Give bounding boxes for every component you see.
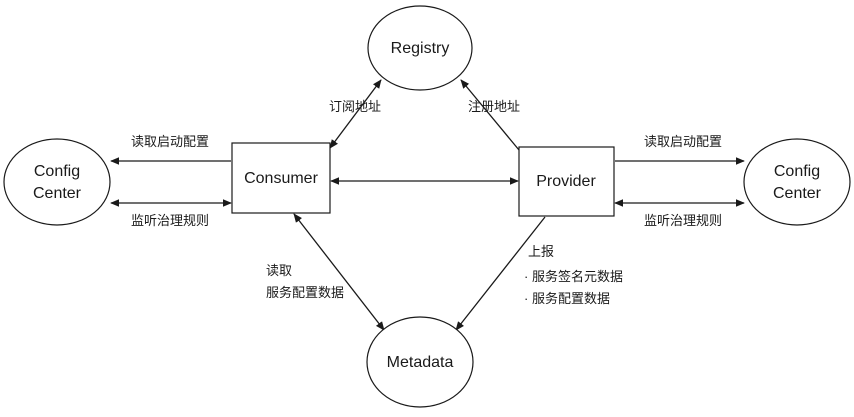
registry-label: Registry (391, 40, 450, 57)
config-center-left-label-line1: Config (34, 163, 80, 180)
node-registry[interactable]: Registry (367, 5, 473, 91)
node-config-center-right[interactable]: Config Center (743, 138, 851, 226)
node-config-center-left[interactable]: Config Center (3, 138, 111, 226)
edge-label-subscribe-address: 订阅地址 (329, 99, 381, 114)
node-consumer[interactable]: Consumer (231, 142, 331, 214)
config-center-left-label-line2: Center (33, 185, 82, 202)
consumer-label: Consumer (244, 170, 318, 187)
node-metadata[interactable]: Metadata (366, 316, 474, 408)
consumer-box (231, 142, 331, 214)
edge-label-metadata-read-line1: 读取 (266, 263, 292, 278)
metadata-label: Metadata (387, 354, 454, 371)
edge-label-left-watch-governance-rules: 监听治理规则 (131, 213, 209, 228)
edge-consumer-metadata (293, 213, 385, 331)
edge-provider-registry (460, 79, 520, 151)
provider-label: Provider (536, 173, 596, 190)
registry-ellipse (367, 5, 473, 91)
edge-label-right-watch-governance-rules: 监听治理规则 (644, 213, 722, 228)
config-center-right-label-line2: Center (773, 185, 822, 202)
edge-provider-metadata (455, 216, 546, 331)
config-center-right-label-line1: Config (774, 163, 820, 180)
edge-label-register-address: 注册地址 (468, 99, 520, 114)
node-provider[interactable]: Provider (518, 146, 615, 217)
metadata-ellipse (366, 316, 474, 408)
edge-label-metadata-report-line3: · 服务配置数据 (524, 291, 610, 306)
config-center-left-ellipse (3, 138, 111, 226)
edge-consumer-registry (329, 79, 382, 149)
edge-label-right-read-startup-config: 读取启动配置 (644, 134, 722, 149)
edge-label-metadata-report-line1: 上报 (528, 244, 554, 259)
edge-label-left-read-startup-config: 读取启动配置 (131, 134, 209, 149)
provider-box (518, 146, 615, 217)
edge-label-metadata-report-line2: · 服务签名元数据 (524, 269, 623, 284)
config-center-right-ellipse (743, 138, 851, 226)
edge-label-metadata-read-line2: 服务配置数据 (266, 285, 344, 300)
